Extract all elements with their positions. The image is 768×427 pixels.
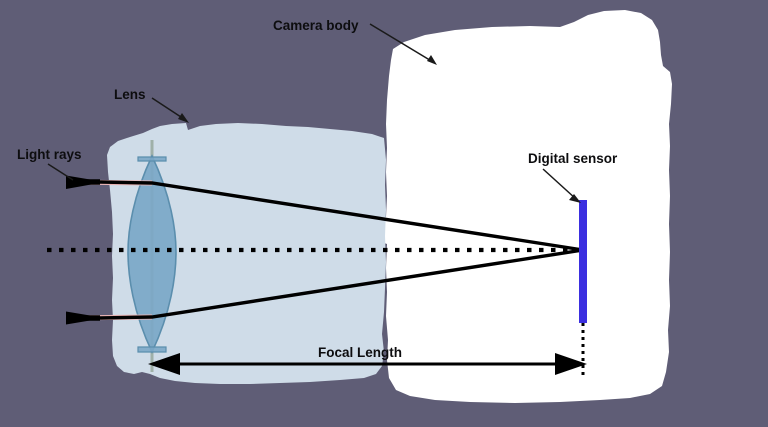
camera-body-leader-arrowhead [427, 55, 437, 65]
digital-sensor-bar [579, 200, 587, 323]
lower-light-ray [99, 248, 584, 320]
label-camera-body: Camera body [273, 18, 359, 33]
digital-sensor-leader-arrowhead [569, 194, 581, 203]
lens-leader-arrowhead [178, 113, 189, 123]
focal-length-right-arrowhead [555, 353, 587, 375]
focal-length-left-arrowhead [148, 353, 180, 375]
label-digital-sensor: Digital sensor [528, 151, 618, 166]
label-lens: Lens [114, 87, 146, 102]
label-focal-length: Focal Length [318, 345, 402, 360]
light-rays-leader-line [47, 163, 74, 181]
upper-light-ray [99, 180, 584, 252]
camera-body-shape [355, 10, 672, 403]
digital-sensor-leader-line [542, 168, 577, 200]
lens-mount-bottom [137, 346, 167, 353]
label-light-rays: Light rays [17, 147, 82, 162]
camera-body-leader-line [369, 23, 434, 63]
lens-leader-line [151, 97, 185, 120]
lens-mount-top [137, 156, 167, 162]
